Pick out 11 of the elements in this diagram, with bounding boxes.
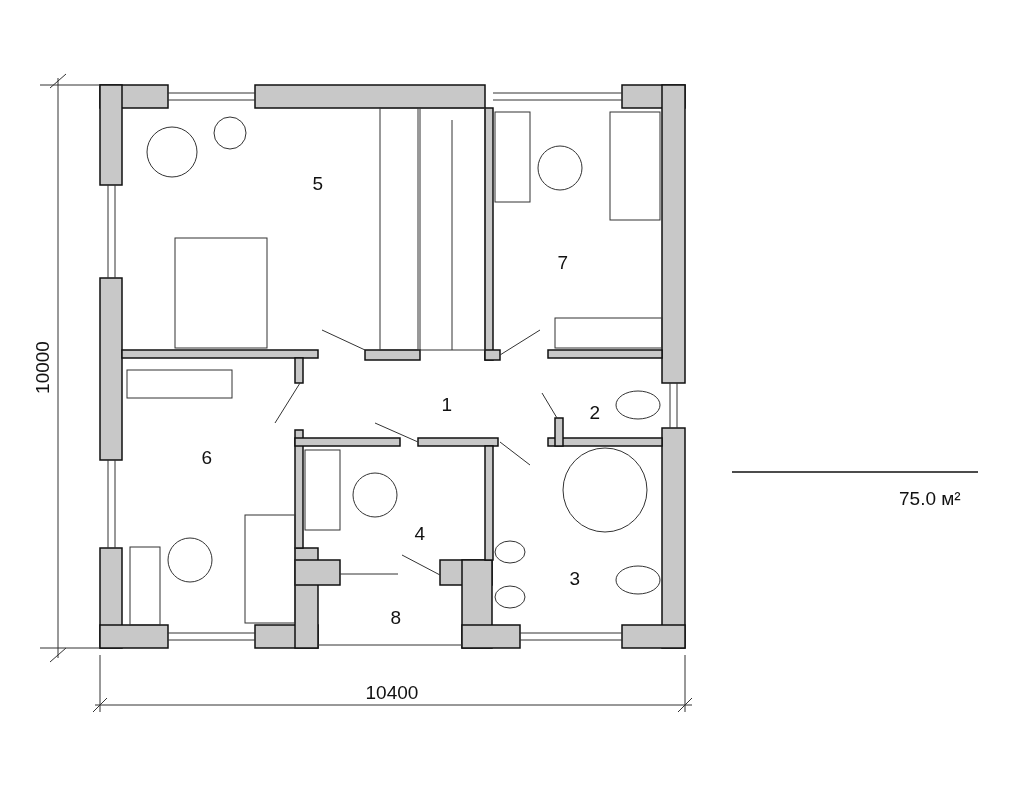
room-number: 1 <box>441 394 453 414</box>
room-number: 7 <box>557 252 569 272</box>
room-number: 3 <box>569 568 581 588</box>
room-number: 4 <box>414 523 426 543</box>
room-number: 6 <box>201 447 213 467</box>
room-number: 5 <box>312 173 324 193</box>
area-label: 75.0 м² <box>899 488 961 508</box>
dimension-label: 10000 <box>32 340 52 394</box>
dimension-label: 10400 <box>365 682 419 702</box>
room-number: 2 <box>589 402 601 422</box>
room-number: 8 <box>390 607 402 627</box>
